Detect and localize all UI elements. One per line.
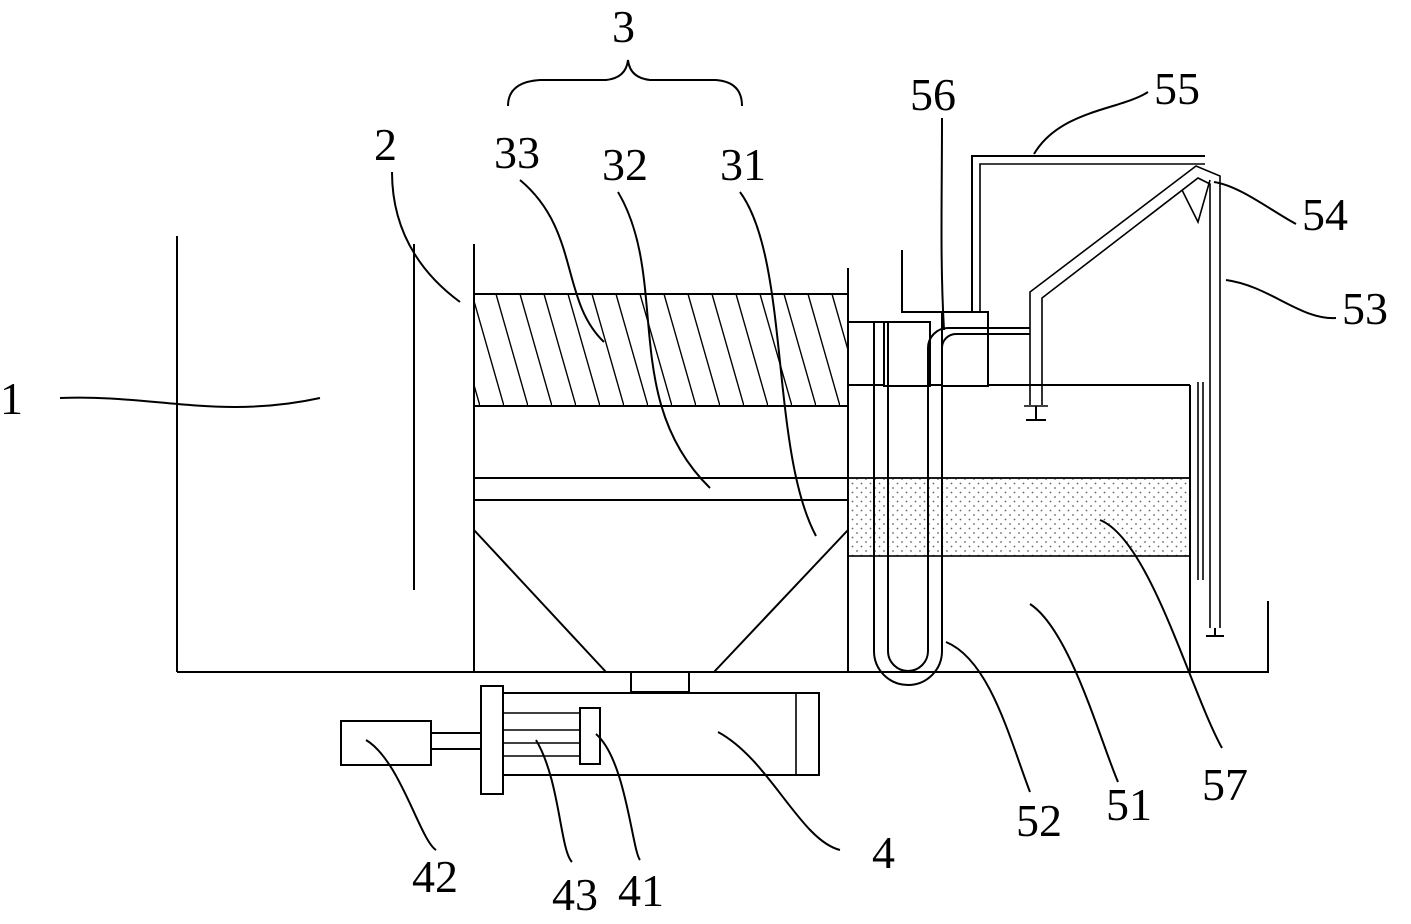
label-52: 52 xyxy=(1016,795,1062,846)
label-4: 4 xyxy=(872,827,895,878)
label-1: 1 xyxy=(0,373,23,424)
inlet-56 xyxy=(883,155,1205,387)
label-43: 43 xyxy=(552,869,598,919)
pump-4 xyxy=(340,685,820,795)
label-55: 55 xyxy=(1154,63,1200,114)
hopper-31 xyxy=(473,529,849,673)
label-54: 54 xyxy=(1302,189,1348,240)
label-32: 32 xyxy=(602,139,648,190)
label-42: 42 xyxy=(412,851,458,902)
siphon-pipe-54 xyxy=(1024,165,1224,637)
label-41: 41 xyxy=(618,865,664,916)
brace-3 xyxy=(507,59,743,107)
u-tube-52 xyxy=(873,322,1030,686)
leader-lines xyxy=(59,91,1337,863)
label-53: 53 xyxy=(1342,283,1388,334)
label-57: 57 xyxy=(1202,759,1248,810)
label-2: 2 xyxy=(374,119,397,170)
labels: 1 2 3 33 32 31 56 55 54 53 52 51 57 42 4… xyxy=(0,1,1388,920)
piston-41 xyxy=(579,707,601,765)
label-56: 56 xyxy=(910,69,956,120)
label-31: 31 xyxy=(720,139,766,190)
label-3: 3 xyxy=(612,1,635,52)
module-3 xyxy=(473,244,849,693)
dotted-layer-57 xyxy=(847,477,1191,557)
label-51: 51 xyxy=(1106,779,1152,830)
outlet-neck xyxy=(630,671,690,693)
label-33: 33 xyxy=(494,127,540,178)
collection-cup xyxy=(1189,601,1269,673)
filter-layer-33 xyxy=(473,293,849,407)
module-5 xyxy=(847,321,1269,673)
